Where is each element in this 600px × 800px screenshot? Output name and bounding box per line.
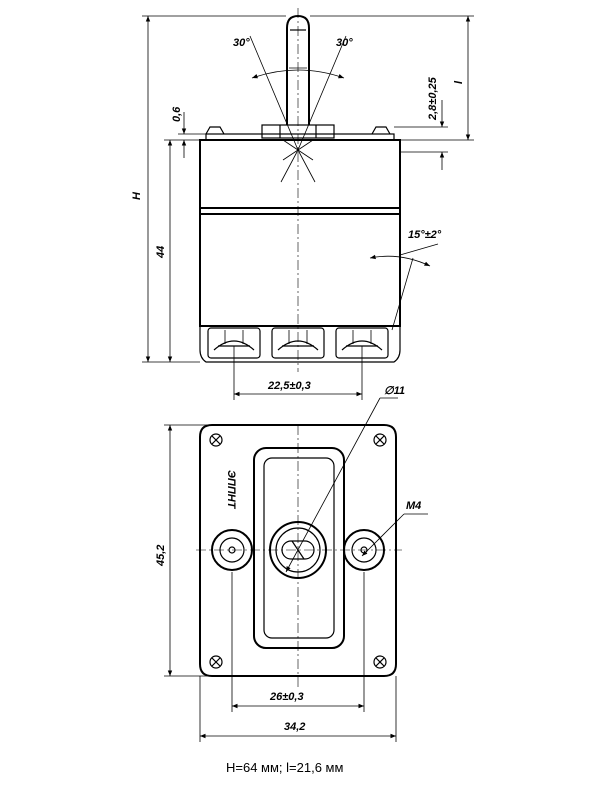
dim-lever-length [310,15,474,141]
dim-tilt-angle [369,243,439,331]
corner-screws [209,433,387,669]
dim-plate-width-label: 34,2 [284,721,305,733]
dim-terminal-pitch-label: 26±0,3 [269,691,304,703]
bushing-nut [261,124,335,139]
toggle-lever [286,14,310,125]
marking-label: ЭППНТ [225,470,237,510]
dim-plate-width [199,676,397,742]
caption: H=64 мм; l=21,6 мм [226,760,343,775]
dim-total-height-label: H [131,191,143,200]
dim-plate-height-label: 45,2 [155,545,167,567]
dim-screw-pitch [233,346,363,400]
dim-hole-diameter-label: ∅11 [384,385,405,397]
angle-sweep [249,35,347,183]
dim-thread-label: M4 [406,500,421,512]
dim-lever-length-label: l [453,80,465,84]
dim-total-height [142,15,286,363]
front-view: ЭППНТ ∅11 M4 45,2 26±0,3 [155,385,428,742]
dim-terminal-pitch [231,572,365,712]
toggle-boss [269,521,327,579]
corner-screw [209,655,223,669]
switch-body [199,139,401,363]
angle-left-label: 30° [233,37,250,49]
dim-screw-pitch-label: 22,5±0,3 [267,380,311,392]
dim-body-height-label: 44 [155,246,167,259]
dim-plate-height [164,424,210,677]
angle-right-label: 30° [336,37,353,49]
terminal-left [211,529,253,571]
dim-flange-thickness [178,112,206,158]
corner-screw [209,433,223,447]
corner-screw [373,655,387,669]
dim-flange-thickness-label: 0,6 [171,106,183,122]
dim-lever-tolerance [394,100,448,170]
terminal-screw [271,327,325,359]
dim-lever-tolerance-label: 2,8±0,25 [427,76,439,121]
dim-thread [361,513,428,557]
corner-screw [373,433,387,447]
side-view: 30° 30° [131,8,474,400]
dim-hole-diameter [285,397,398,573]
dim-tilt-angle-label: 15°±2° [408,229,442,241]
mounting-plate [199,424,397,677]
